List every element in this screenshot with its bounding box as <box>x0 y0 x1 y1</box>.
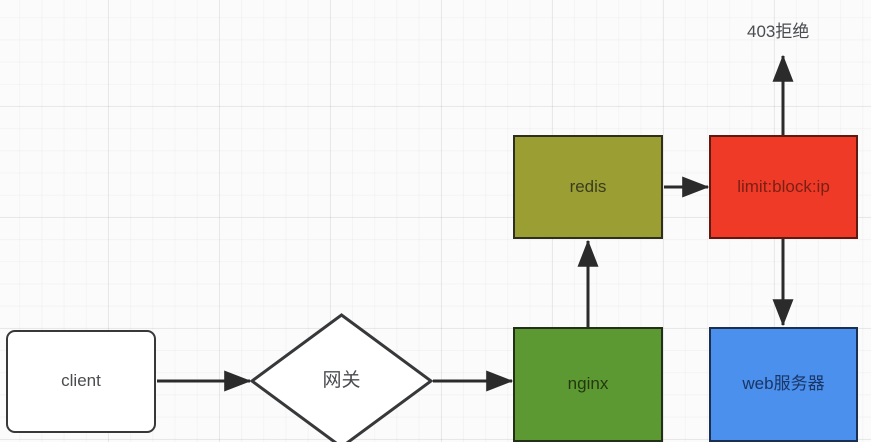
node-nginx[interactable]: nginx <box>513 327 663 442</box>
node-gateway-label: 网关 <box>322 369 361 391</box>
node-client[interactable]: client <box>6 330 156 433</box>
edge-label-reject-403: 403拒绝 <box>747 22 810 41</box>
node-web-server[interactable]: web服务器 <box>709 327 858 442</box>
node-redis[interactable]: redis <box>513 135 663 239</box>
diamond-shape <box>249 313 434 442</box>
node-limit-block-ip[interactable]: limit:block:ip <box>709 135 858 239</box>
node-client-label: client <box>61 371 101 391</box>
node-limit-block-ip-label: limit:block:ip <box>737 176 830 196</box>
node-gateway[interactable]: 网关 <box>249 312 434 442</box>
node-redis-label: redis <box>569 176 607 196</box>
node-web-server-label: web服务器 <box>742 374 825 394</box>
node-nginx-label: nginx <box>567 374 609 394</box>
